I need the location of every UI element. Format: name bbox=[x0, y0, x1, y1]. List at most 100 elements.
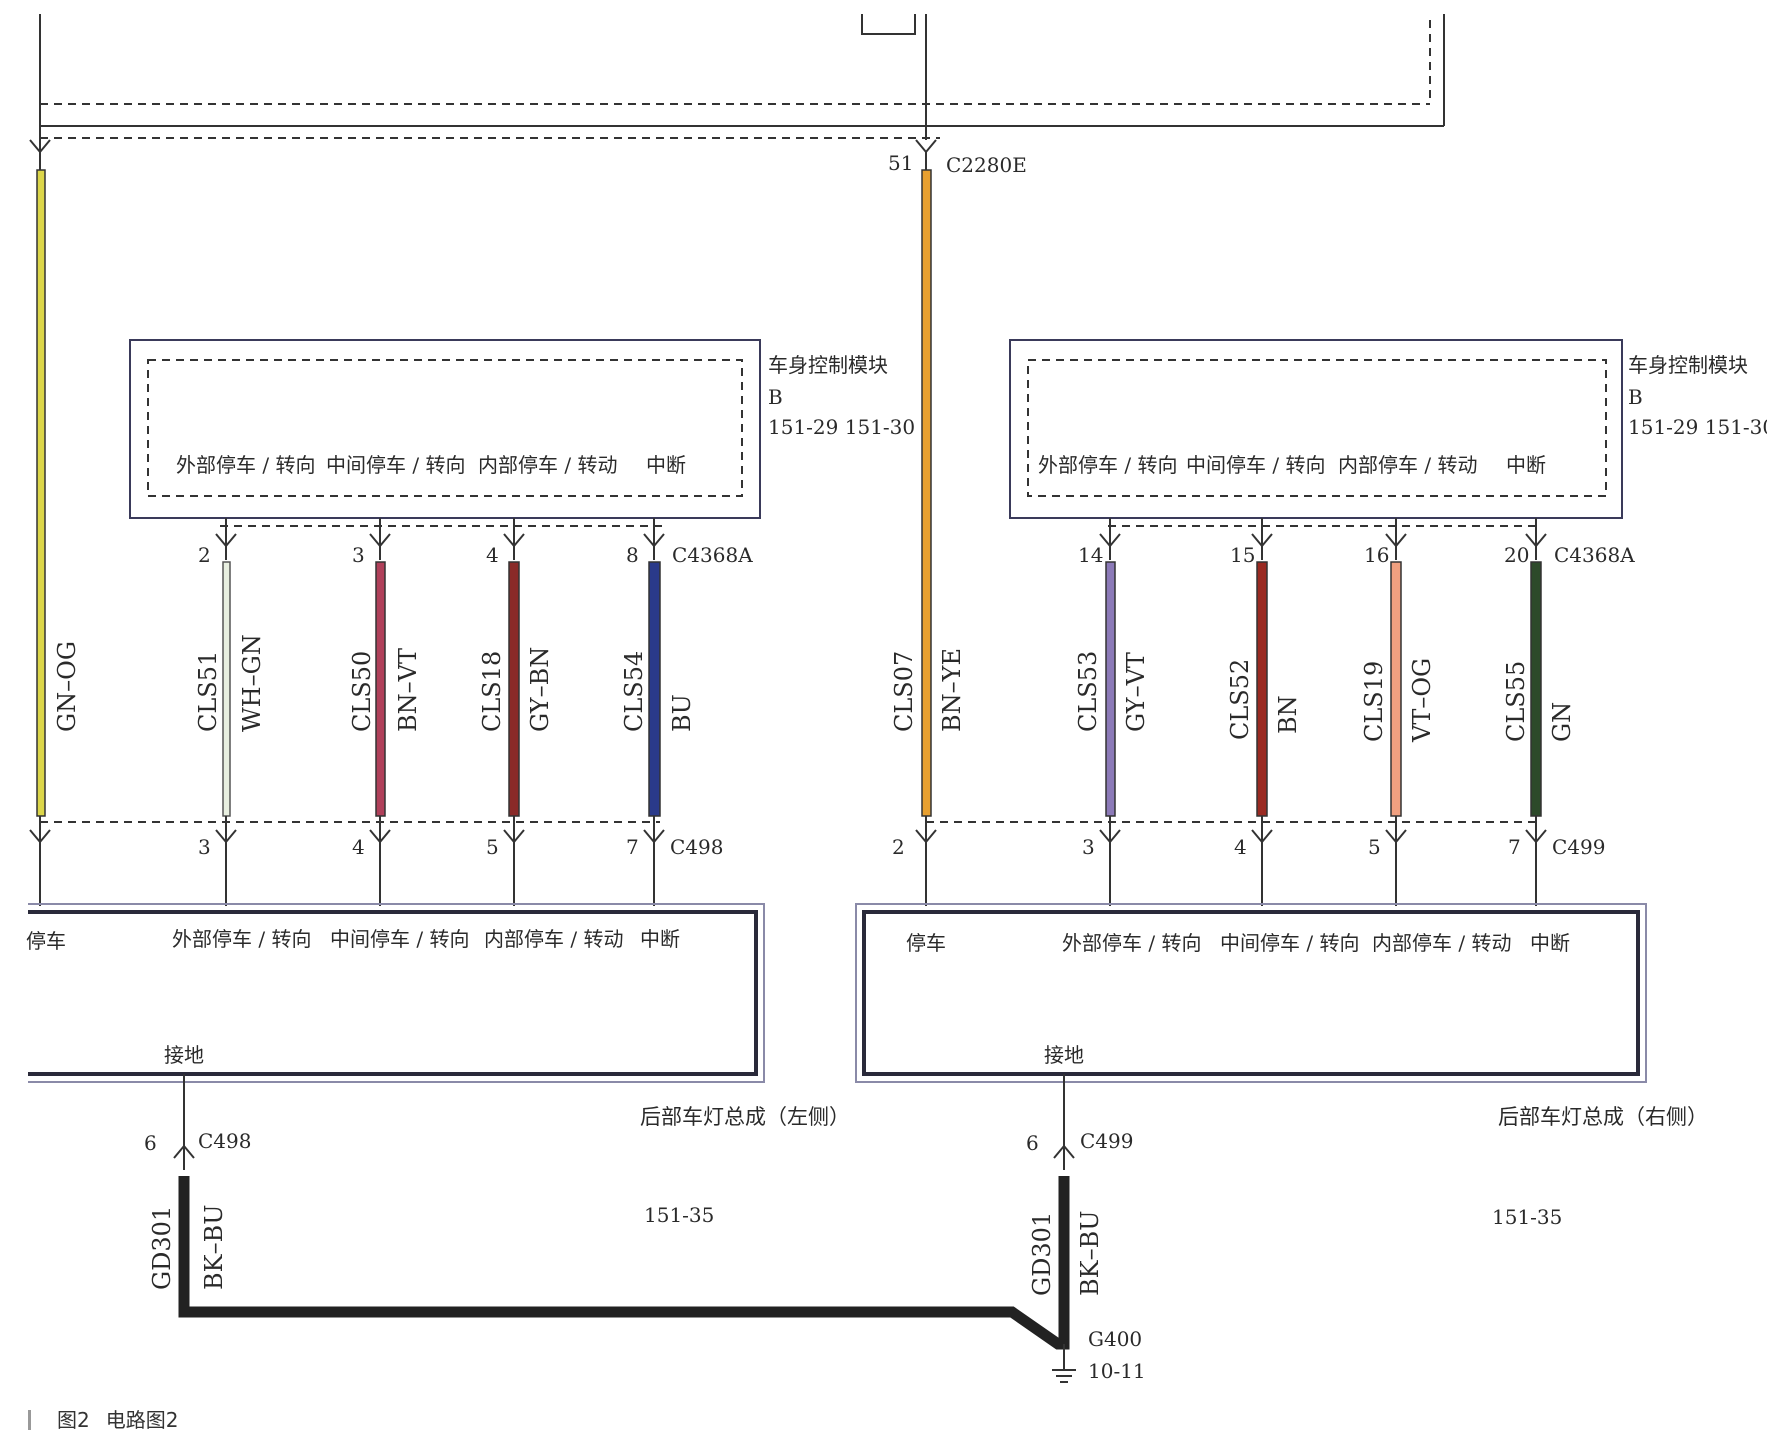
bcm-sub: B bbox=[1628, 385, 1643, 409]
pin-number: 6 bbox=[144, 1131, 157, 1155]
lamp-pin-label: 中间停车 / 转向 bbox=[1220, 931, 1359, 955]
wire-code-label: GD301 bbox=[148, 1206, 176, 1290]
pin-number: 4 bbox=[486, 543, 499, 567]
pin-number: 5 bbox=[486, 835, 499, 859]
connector-label: C4368A bbox=[672, 543, 753, 567]
wire-color-label: WH–GN bbox=[238, 634, 266, 732]
wire-color-label: GN bbox=[1548, 702, 1576, 742]
bcm-pin-label: 外部停车 / 转向 bbox=[176, 453, 315, 477]
pin-number: 5 bbox=[1368, 835, 1381, 859]
connector-pin: 51 bbox=[888, 151, 913, 175]
pin-number: 7 bbox=[1508, 835, 1521, 859]
bcm-pin-label: 内部停车 / 转动 bbox=[478, 453, 617, 477]
bcm-left: 车身控制模块 B 151-29 151-30 外部停车 / 转向 中间停车 / … bbox=[129, 339, 915, 567]
ground-wires: 6 C498 6 C499 GD301 BK–BU GD301 BK–BU G4… bbox=[144, 1074, 1146, 1383]
wire-bn bbox=[1256, 561, 1268, 817]
ground-point-ref: 10-11 bbox=[1088, 1359, 1146, 1383]
lamp-pin-label: 外部停车 / 转向 bbox=[172, 927, 311, 951]
pin-number: 2 bbox=[198, 543, 211, 567]
wire-color-label: GY–BN bbox=[526, 647, 554, 732]
pin-number: 2 bbox=[892, 835, 905, 859]
pin-number: 15 bbox=[1230, 543, 1255, 567]
wire-bn-vt bbox=[375, 561, 386, 817]
wire-code-label: CLS54 bbox=[620, 651, 648, 732]
connector-label: C499 bbox=[1552, 835, 1605, 859]
bcm-name: 车身控制模块 bbox=[1628, 353, 1748, 377]
wire-gn-og bbox=[36, 169, 46, 817]
pin-number: 20 bbox=[1504, 543, 1529, 567]
pin-number: 16 bbox=[1364, 543, 1389, 567]
connector-label: C2280E bbox=[946, 153, 1027, 177]
wire-code-label: CLS55 bbox=[1502, 661, 1530, 742]
rear-lamp-left: 停车 外部停车 / 转向 中间停车 / 转向 内部停车 / 转动 中断 接地 后… bbox=[26, 903, 850, 1227]
lamp-name: 后部车灯总成（右侧） bbox=[1498, 1105, 1708, 1129]
right-stub-wire: 51 C2280E CLS07 BN–YE 2 bbox=[888, 139, 1027, 906]
bcm-pin-label: 中间停车 / 转向 bbox=[1186, 453, 1325, 477]
left-wires: 2 CLS51 WH–GN 3 3 CLS50 BN–VT 4 4 CLS18 … bbox=[40, 518, 723, 906]
bcm-right: 车身控制模块 B 151-29 151-30 外部停车 / 转向 中间停车 / … bbox=[1009, 339, 1767, 567]
lamp-pin-label: 中断 bbox=[640, 927, 680, 951]
lamp-pin-label: 中断 bbox=[1530, 931, 1570, 955]
lamp-pin-label: 外部停车 / 转向 bbox=[1062, 931, 1201, 955]
bcm-pin-label: 内部停车 / 转动 bbox=[1338, 453, 1477, 477]
wire-color-label: BU bbox=[668, 694, 696, 732]
rear-lamp-right: 停车 外部停车 / 转向 中间停车 / 转向 内部停车 / 转动 中断 接地 后… bbox=[855, 903, 1708, 1229]
pin-number: 3 bbox=[1082, 835, 1095, 859]
lamp-ref: 151-35 bbox=[1492, 1205, 1562, 1229]
bcm-pin-label: 中断 bbox=[1506, 453, 1546, 477]
bcm-pin-label: 中间停车 / 转向 bbox=[326, 453, 465, 477]
wire-code-label: CLS18 bbox=[478, 651, 506, 732]
pin-number: 3 bbox=[352, 543, 365, 567]
figure-caption: 图2 电路图2 bbox=[28, 1404, 178, 1433]
wire-code-label: CLS19 bbox=[1360, 661, 1388, 742]
lamp-pin-label: 内部停车 / 转动 bbox=[1372, 931, 1511, 955]
ground-label: 接地 bbox=[1044, 1043, 1084, 1067]
wire-color-label: GY–VT bbox=[1122, 652, 1150, 732]
wire-color-label: VT–OG bbox=[1408, 658, 1436, 743]
right-wires: 14 CLS53 GY–VT 3 15 CLS52 BN 4 16 CLS19 … bbox=[926, 518, 1605, 906]
wire-code-label: CLS51 bbox=[194, 651, 222, 732]
bcm-refs: 151-29 151-30 bbox=[768, 415, 915, 439]
ground-point-name: G400 bbox=[1088, 1327, 1142, 1351]
pin-number: 7 bbox=[626, 835, 639, 859]
wire-code-label: CLS52 bbox=[1226, 659, 1254, 740]
ground-label: 接地 bbox=[164, 1043, 204, 1067]
connector-label: C4368A bbox=[1554, 543, 1635, 567]
wire-bu bbox=[648, 561, 661, 817]
wire-bn-ye bbox=[921, 169, 932, 817]
connector-label: C499 bbox=[1080, 1129, 1133, 1153]
wire-code-label: GD301 bbox=[1028, 1212, 1056, 1296]
lamp-pin-label: 中间停车 / 转向 bbox=[330, 927, 469, 951]
left-stub-wire: GN–OG bbox=[29, 139, 81, 906]
wire-color-label: BN–YE bbox=[938, 648, 966, 732]
wire-color-label: GN–OG bbox=[53, 641, 81, 732]
wire-code-label: CLS07 bbox=[890, 651, 918, 732]
pin-number: 8 bbox=[626, 543, 639, 567]
ground-wire-bk-bu bbox=[178, 1176, 1070, 1350]
bcm-sub: B bbox=[768, 385, 783, 409]
bcm-pin-label: 中断 bbox=[646, 453, 686, 477]
caption-bar bbox=[28, 1410, 31, 1430]
connector-label: C498 bbox=[198, 1129, 251, 1153]
wire-gn bbox=[1530, 561, 1542, 817]
bcm-pin-label: 外部停车 / 转向 bbox=[1038, 453, 1177, 477]
wire-color-label: BN bbox=[1274, 695, 1302, 734]
lamp-pin-label: 停车 bbox=[26, 929, 66, 953]
connector-label: C498 bbox=[670, 835, 723, 859]
pin-number: 6 bbox=[1026, 1131, 1039, 1155]
bcm-refs: 151-29 151-30 bbox=[1628, 415, 1767, 439]
pin-number: 3 bbox=[198, 835, 211, 859]
wire-color-label: BK–BU bbox=[200, 1205, 228, 1290]
figure-number: 图2 bbox=[57, 1408, 90, 1432]
lamp-pin-label: 停车 bbox=[906, 931, 946, 955]
wire-code-label: CLS50 bbox=[348, 651, 376, 732]
wire-color-label: BK–BU bbox=[1076, 1211, 1104, 1296]
lamp-ref: 151-35 bbox=[644, 1203, 714, 1227]
pin-number: 4 bbox=[1234, 835, 1247, 859]
wire-gy-vt bbox=[1105, 561, 1116, 817]
bcm-name: 车身控制模块 bbox=[768, 353, 888, 377]
figure-title: 电路图2 bbox=[105, 1408, 179, 1432]
lamp-pin-label: 内部停车 / 转动 bbox=[484, 927, 623, 951]
wire-gy-bn bbox=[508, 561, 520, 817]
